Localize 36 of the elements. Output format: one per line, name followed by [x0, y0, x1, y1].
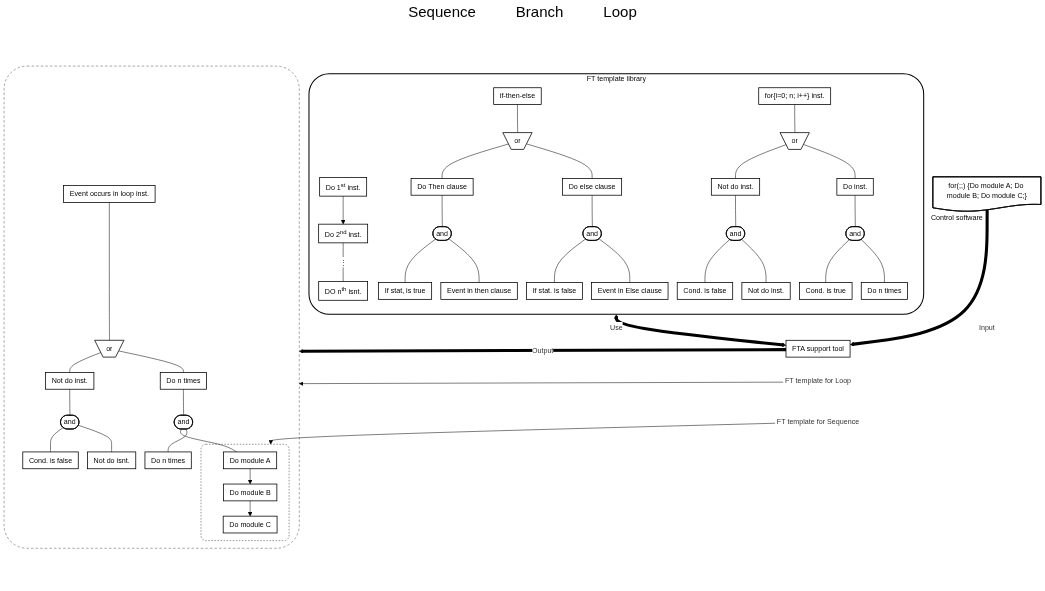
connector — [591, 195, 593, 228]
section-heading: Loop — [603, 2, 637, 20]
connector — [167, 429, 188, 453]
connector — [342, 242, 344, 283]
connector — [517, 104, 518, 134]
cluster — [200, 444, 290, 542]
connector — [825, 239, 850, 284]
connector — [704, 239, 730, 284]
connector — [598, 239, 631, 284]
connector — [735, 195, 736, 228]
connector — [69, 352, 102, 373]
connector — [803, 144, 856, 179]
arrow — [299, 348, 786, 354]
section-heading: Sequence — [408, 2, 476, 20]
connector — [554, 239, 586, 284]
connector — [69, 389, 71, 417]
section-heading: Branch — [515, 2, 564, 20]
connector — [109, 202, 110, 342]
connector — [50, 427, 64, 453]
connector — [794, 104, 796, 134]
cluster — [3, 66, 300, 549]
connector — [526, 144, 593, 179]
connector — [854, 195, 856, 228]
connector — [441, 144, 509, 179]
arrow — [849, 210, 989, 347]
connector — [180, 429, 237, 453]
connector — [404, 239, 436, 284]
connector — [441, 195, 443, 228]
connector — [183, 389, 184, 417]
connector — [735, 144, 787, 179]
connector — [861, 239, 885, 284]
connector — [118, 351, 184, 373]
connector — [78, 425, 112, 453]
connector — [448, 239, 480, 284]
connector — [741, 239, 767, 284]
arrow — [614, 314, 787, 348]
